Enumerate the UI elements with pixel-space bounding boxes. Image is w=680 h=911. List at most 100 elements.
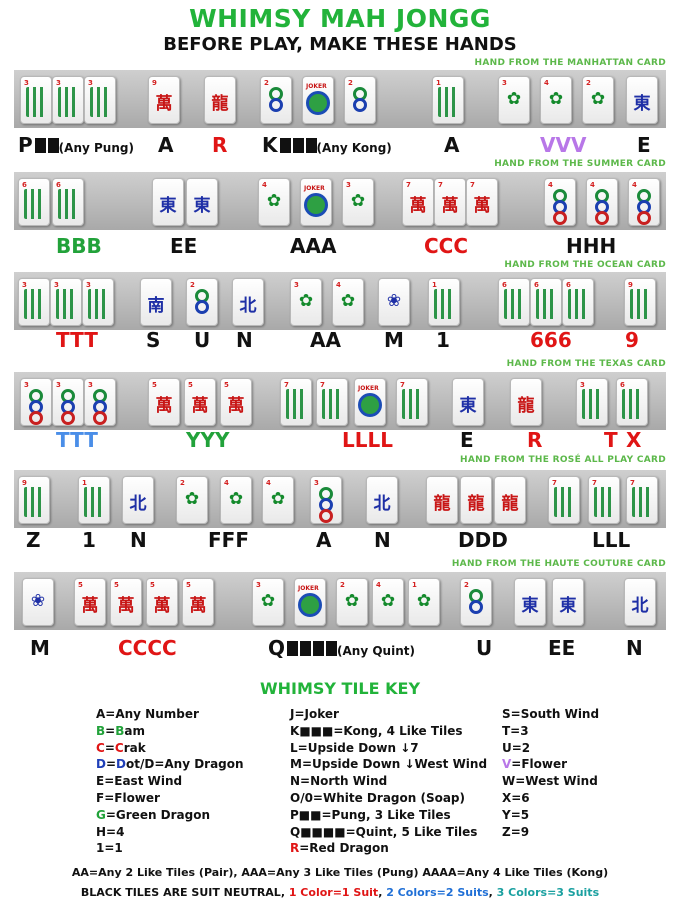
hand-group-text: AAA <box>290 234 337 258</box>
tile-key-text: L=Upside Down ↓7 <box>290 740 419 755</box>
dragon-icon: 龍 <box>433 494 451 514</box>
joker-icon <box>298 585 322 617</box>
tile-key-entry: N=North Wind <box>290 773 487 790</box>
4-flower-tile: 4✿ <box>372 578 404 626</box>
tile-number: 4 <box>548 181 553 189</box>
1-bam-tile: 1 <box>432 76 464 124</box>
hand-group-label: R <box>527 428 542 452</box>
dot-icon <box>469 600 483 614</box>
tile-number: 4 <box>262 181 267 189</box>
north-tile: 北 <box>122 476 154 524</box>
tile-key-entry: D=Dot/D=Any Dragon <box>96 756 244 773</box>
tile-key-entry: G=Green Dragon <box>96 807 244 824</box>
hand-group-label: VVV <box>540 133 586 157</box>
hand-group-text: N <box>374 528 391 552</box>
south-tile: 南 <box>140 278 172 326</box>
hand-group-label: U <box>194 328 210 352</box>
tile-number: 4 <box>632 181 637 189</box>
tile-key-entry: V=Flower <box>502 756 599 773</box>
flower-icon: ✿ <box>228 489 244 509</box>
tile-number: 5 <box>114 581 119 589</box>
tile-number: 5 <box>188 381 193 389</box>
hand-group-label: 666 <box>530 328 572 352</box>
east-tile: 東 <box>452 378 484 426</box>
tile-key-text: U=2 <box>502 740 531 755</box>
east-icon: 東 <box>459 396 477 416</box>
hand-group-suffix: (Any Pung) <box>58 141 134 155</box>
bamboo-icon <box>438 87 458 117</box>
tile-row: 3339萬龍2213✿4✿2✿東 <box>14 70 666 128</box>
hand-group-label: A <box>444 133 459 157</box>
tile-key-text: W=West Wind <box>502 774 598 789</box>
joker-tile <box>300 178 332 226</box>
hand-group-text: AA <box>310 328 341 352</box>
footer-line-2: BLACK TILES ARE SUIT NEUTRAL, 1 Color=1 … <box>0 886 680 899</box>
tile-number: 2 <box>264 79 269 87</box>
tile-number: 3 <box>56 381 61 389</box>
tile-number: 5 <box>152 381 157 389</box>
3-flower-tile: 3✿ <box>498 76 530 124</box>
north-tile: 北 <box>366 476 398 524</box>
tile-key-text: Q <box>290 824 301 839</box>
crak-icon: 萬 <box>227 396 245 416</box>
3-flower-tile: 3✿ <box>290 278 322 326</box>
tile-key-text: H=4 <box>96 824 125 839</box>
hand-group-label: U <box>476 636 492 660</box>
hand-group-text: BBB <box>56 234 102 258</box>
hand-group-text: CCCC <box>118 636 177 660</box>
hand-group-label: N <box>130 528 147 552</box>
footer-black-text: BLACK TILES ARE SUIT NEUTRAL, <box>80 886 289 899</box>
tile-number: 5 <box>150 581 155 589</box>
tile-number: 3 <box>88 79 93 87</box>
crak-icon: 萬 <box>409 196 427 216</box>
hand-group-text: T <box>604 428 618 452</box>
6-bam-tile: 6 <box>530 278 562 326</box>
bamboo-icon <box>90 87 110 117</box>
flower-icon: ✿ <box>416 591 432 611</box>
tile-key-text: C <box>114 740 124 755</box>
tile-number: 6 <box>502 281 507 289</box>
tile-key-text: S=South Wind <box>502 707 600 721</box>
tile-key-text: = <box>104 740 115 755</box>
tile-number: 3 <box>314 479 319 487</box>
tile-key-text: =Green Dragon <box>105 807 211 822</box>
hand-group-label: E <box>460 428 474 452</box>
flower-icon: ✿ <box>380 591 396 611</box>
hand-group-label: 1 <box>82 528 96 552</box>
tile-number: 3 <box>502 79 507 87</box>
red-dragon-tile: 龍 <box>494 476 526 524</box>
tile-key-text: = <box>105 723 116 738</box>
dragon-icon: 龍 <box>467 494 485 514</box>
hand-group-text: 1 <box>82 528 96 552</box>
1-bam-tile: 1 <box>428 278 460 326</box>
tile-key-entry: L=Upside Down ↓7 <box>290 740 487 757</box>
flower-icon: ✿ <box>266 191 282 211</box>
4-flower-tile: 4✿ <box>540 76 572 124</box>
white-tile: ❀ <box>22 578 54 626</box>
dot-icon <box>93 411 107 425</box>
hand-group-label: A <box>316 528 331 552</box>
hand-group-text: P <box>18 133 33 157</box>
tile-key-text: D <box>116 757 126 772</box>
tile-number: 7 <box>284 381 289 389</box>
hand-group-text: A <box>444 133 460 157</box>
tile-key-text: N=North Wind <box>290 774 388 789</box>
tile-key-text: K <box>290 723 300 738</box>
page-title: WHIMSY MAH JONGG <box>189 4 491 33</box>
dot-icon <box>553 211 567 225</box>
east-tile: 東 <box>626 76 658 124</box>
tile-number: 5 <box>186 581 191 589</box>
dragon-icon: 龍 <box>517 396 535 416</box>
tile-key-text: G <box>96 807 106 822</box>
tile-key-entry: B=Bam <box>96 723 244 740</box>
tile-key-entry: F=Flower <box>96 790 244 807</box>
tile-key-text: Y=5 <box>502 807 530 822</box>
east-tile: 東 <box>152 178 184 226</box>
flower-icon: ✿ <box>344 591 360 611</box>
bamboo-icon <box>630 289 650 319</box>
flower-icon: ✿ <box>260 591 276 611</box>
